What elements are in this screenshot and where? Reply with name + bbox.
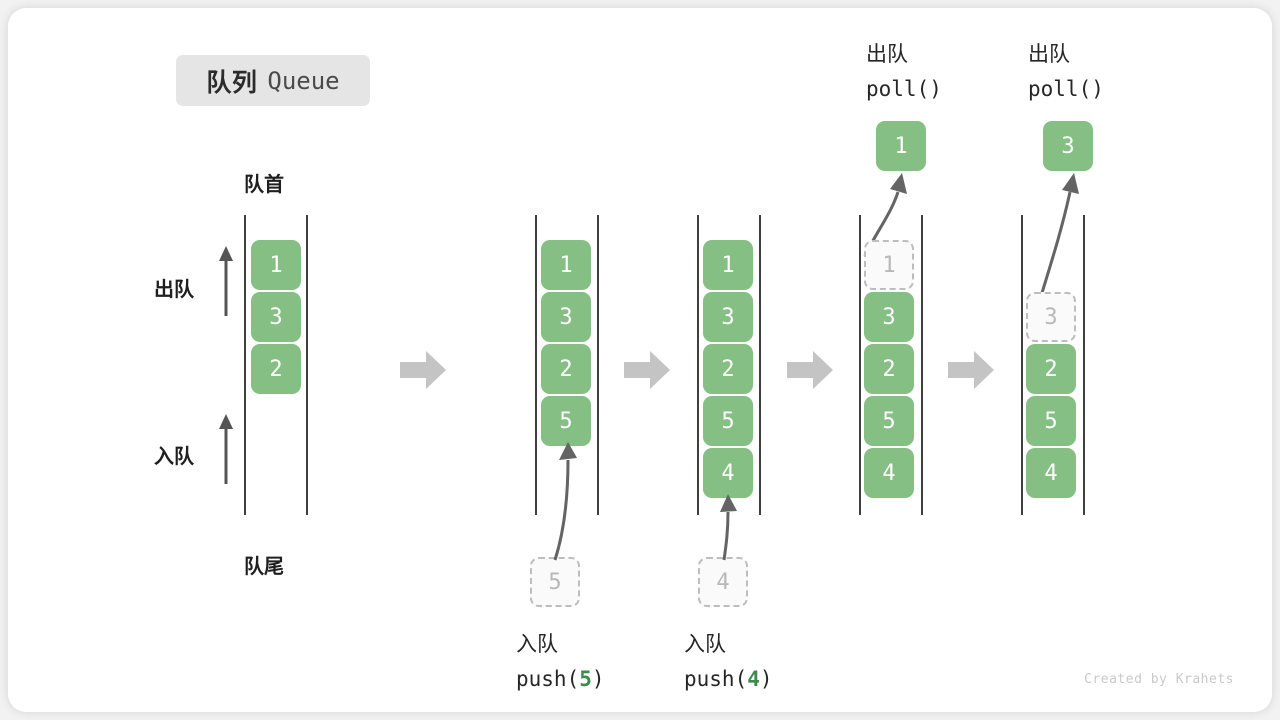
rear-label: 队尾 xyxy=(244,556,284,578)
queue-cell: 2 xyxy=(251,344,301,394)
push-5-label-cn: 入队 xyxy=(516,633,558,656)
queue-rail-left-1 xyxy=(244,215,246,515)
queue-cell: 3 xyxy=(703,292,753,342)
title-en: Queue xyxy=(267,66,340,95)
queue-cell: 4 xyxy=(864,448,914,498)
diagram-card: 队列 Queue 队首 队尾 出队 入队 1 3 2 1 3 2 xyxy=(8,8,1272,712)
poll-1-label-code: poll() xyxy=(866,77,942,101)
push-5-label: 入队 push(5) xyxy=(516,628,605,696)
push-4-label: 入队 push(4) xyxy=(684,628,773,696)
poll-result-cell: 3 xyxy=(1043,121,1093,171)
title-cn: 队列 xyxy=(206,68,258,97)
title-badge: 队列 Queue xyxy=(176,55,370,106)
poll-1-label-cn: 出队 xyxy=(866,43,908,66)
queue-cell: 3 xyxy=(251,292,301,342)
poll-3-label-cn: 出队 xyxy=(1028,43,1070,66)
front-label: 队首 xyxy=(244,174,284,196)
dequeue-up-arrow-icon xyxy=(219,246,233,316)
queue-cell: 1 xyxy=(703,240,753,290)
queue-cell: 1 xyxy=(251,240,301,290)
enqueue-up-arrow-icon xyxy=(219,414,233,484)
queue-rail-right-5 xyxy=(1083,215,1085,515)
queue-cell: 2 xyxy=(541,344,591,394)
queue-rail-right-2 xyxy=(597,215,599,515)
transition-arrow-icon xyxy=(624,351,670,389)
queue-rail-right-3 xyxy=(759,215,761,515)
push-arrow-4-icon xyxy=(720,494,737,561)
transition-arrow-icon xyxy=(787,351,833,389)
push-4-label-code: push(4) xyxy=(684,667,773,691)
queue-cell: 5 xyxy=(703,396,753,446)
transition-arrow-icon xyxy=(948,351,994,389)
queue-cell: 2 xyxy=(864,344,914,394)
queue-cell: 3 xyxy=(541,292,591,342)
queue-cell-new: 5 xyxy=(541,396,591,446)
queue-cell: 2 xyxy=(1026,344,1076,394)
queue-cell: 2 xyxy=(703,344,753,394)
queue-rail-right-4 xyxy=(921,215,923,515)
enqueue-side-label: 入队 xyxy=(154,446,194,468)
push-arrow-5-icon xyxy=(553,442,577,561)
queue-rail-left-3 xyxy=(697,215,699,515)
queue-rail-left-4 xyxy=(859,215,861,515)
push-5-label-code: push(5) xyxy=(516,667,605,691)
queue-cell: 4 xyxy=(1026,448,1076,498)
queue-rail-left-5 xyxy=(1021,215,1023,515)
poll-3-label: 出队 poll() xyxy=(1028,38,1104,106)
credit-text: Created by Krahets xyxy=(1084,672,1234,687)
poll-1-label: 出队 poll() xyxy=(866,38,942,106)
poll-3-label-code: poll() xyxy=(1028,77,1104,101)
dequeue-side-label: 出队 xyxy=(154,279,194,301)
queue-ghost-cell: 1 xyxy=(864,240,914,290)
queue-ghost-cell: 3 xyxy=(1026,292,1076,342)
queue-ghost-cell: 4 xyxy=(698,557,748,607)
queue-ghost-cell: 5 xyxy=(530,557,580,607)
queue-cell: 3 xyxy=(864,292,914,342)
queue-cell-new: 4 xyxy=(703,448,753,498)
queue-cell: 5 xyxy=(1026,396,1076,446)
queue-rail-right-1 xyxy=(306,215,308,515)
queue-cell: 5 xyxy=(864,396,914,446)
queue-cell: 1 xyxy=(541,240,591,290)
push-4-label-cn: 入队 xyxy=(684,633,726,656)
queue-rail-left-2 xyxy=(535,215,537,515)
poll-result-cell: 1 xyxy=(876,121,926,171)
transition-arrow-icon xyxy=(400,351,446,389)
